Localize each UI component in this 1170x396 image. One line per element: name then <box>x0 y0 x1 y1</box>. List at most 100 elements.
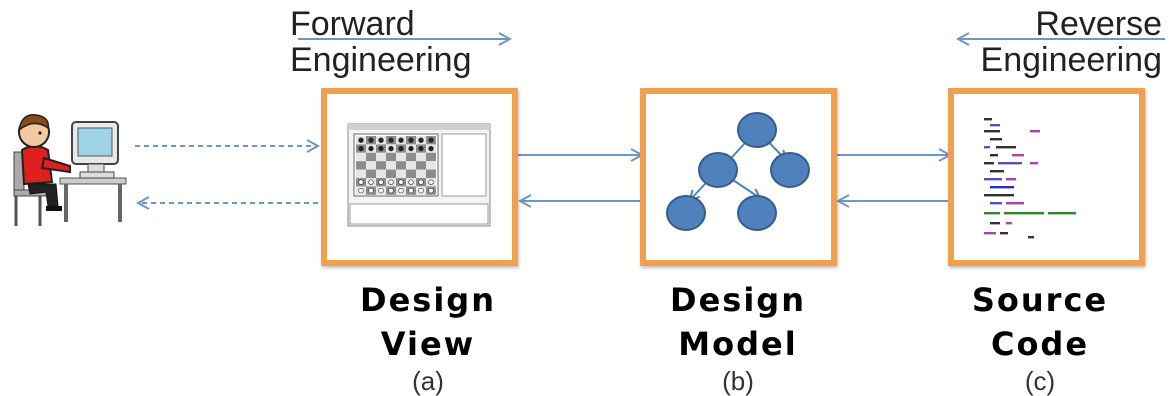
code-line-fragment <box>1006 178 1016 181</box>
chess-piece <box>368 137 374 143</box>
chess-piece <box>408 137 414 143</box>
user-at-computer-icon <box>13 114 127 226</box>
chess-square <box>396 161 406 170</box>
reverse-engineering-label: Reverse Engineering <box>981 6 1162 78</box>
chess-square <box>376 152 386 162</box>
chess-square <box>426 169 436 178</box>
code-line-fragment <box>984 212 1000 215</box>
code-line-fragment <box>1030 162 1038 165</box>
chess-piece <box>378 187 384 194</box>
chess-piece <box>398 179 404 185</box>
reverse-engineering-line2: Engineering <box>980 41 1162 79</box>
chess-square <box>386 161 396 170</box>
chess-piece <box>358 137 364 143</box>
code-line-fragment <box>1028 236 1034 239</box>
chess-piece <box>428 187 434 194</box>
design-model-graph <box>666 112 810 231</box>
code-line-fragment <box>996 146 1016 149</box>
reverse-engineering-line1: Reverse <box>1035 5 1162 43</box>
source-code-line2: Code <box>990 325 1090 363</box>
chess-piece <box>388 187 394 194</box>
chess-piece <box>378 145 384 152</box>
chess-square <box>356 161 366 170</box>
code-line-fragment <box>998 162 1022 165</box>
code-line-fragment <box>990 124 1000 127</box>
code-line-fragment <box>1012 154 1024 157</box>
code-line-fragment <box>990 222 1000 225</box>
model-node <box>737 195 777 231</box>
forward-engineering-line1: Forward <box>290 5 415 43</box>
chess-piece <box>378 137 384 143</box>
code-line-fragment <box>1030 130 1040 133</box>
chess-square <box>386 169 396 178</box>
code-line-fragment <box>1004 212 1044 215</box>
model-node <box>737 112 777 148</box>
source-code-lines <box>984 118 1076 239</box>
chess-piece <box>358 145 364 152</box>
code-line-fragment <box>984 146 990 149</box>
code-line-fragment <box>984 130 1000 133</box>
chess-piece <box>368 145 374 152</box>
chess-piece <box>408 187 414 194</box>
code-line-fragment <box>1006 222 1012 225</box>
code-line-fragment <box>1048 212 1076 215</box>
chess-squares <box>356 136 436 195</box>
chess-piece <box>388 145 394 152</box>
code-line-fragment <box>984 178 1002 181</box>
chess-square <box>426 152 436 162</box>
chess-piece <box>398 187 404 194</box>
code-line-fragment <box>990 186 1014 189</box>
code-line-fragment <box>990 138 1002 141</box>
chess-piece <box>428 179 434 185</box>
forward-engineering-label: Forward Engineering <box>290 6 471 78</box>
chess-piece <box>398 145 404 152</box>
source-code-line1: Source <box>971 281 1109 319</box>
design-model-line2: Model <box>678 325 798 363</box>
chess-square <box>366 161 376 170</box>
chess-piece <box>428 145 434 152</box>
chess-square <box>426 161 436 170</box>
chess-piece <box>428 137 434 143</box>
model-node <box>666 195 706 231</box>
chess-square <box>406 161 416 170</box>
chess-square <box>406 169 416 178</box>
chess-piece <box>418 179 424 185</box>
chess-square <box>366 152 376 162</box>
chess-square <box>406 152 416 162</box>
chess-piece <box>388 137 394 143</box>
chess-piece <box>418 145 424 152</box>
forward-engineering-line2: Engineering <box>290 41 472 79</box>
design-view-line2: View <box>380 325 476 363</box>
model-node <box>770 152 810 188</box>
code-line-fragment <box>984 232 996 235</box>
code-line-fragment <box>984 162 994 165</box>
code-line-fragment <box>990 170 1004 173</box>
chess-piece <box>368 187 374 194</box>
design-view-caption: Design View (a) <box>318 278 538 396</box>
chess-piece <box>368 179 374 185</box>
code-line-fragment <box>990 202 1002 205</box>
chess-square <box>356 152 366 162</box>
chess-piece <box>378 179 384 185</box>
chess-square <box>376 161 386 170</box>
chess-square <box>356 169 366 178</box>
code-line-fragment <box>1006 202 1024 205</box>
chess-piece <box>358 179 364 185</box>
code-line-fragment <box>990 154 998 157</box>
chess-square <box>396 169 406 178</box>
design-model-tag: (b) <box>722 366 754 396</box>
chess-square <box>386 152 396 162</box>
model-node <box>698 152 738 188</box>
chess-square <box>416 161 426 170</box>
chess-square <box>376 169 386 178</box>
chess-piece <box>398 137 404 143</box>
chess-square <box>416 152 426 162</box>
source-code-tag: (c) <box>1024 366 1056 396</box>
code-line-fragment <box>984 118 992 121</box>
code-line-fragment <box>984 194 1014 197</box>
source-code-box <box>948 88 1145 266</box>
chess-piece <box>388 179 394 185</box>
chess-piece <box>418 137 424 143</box>
